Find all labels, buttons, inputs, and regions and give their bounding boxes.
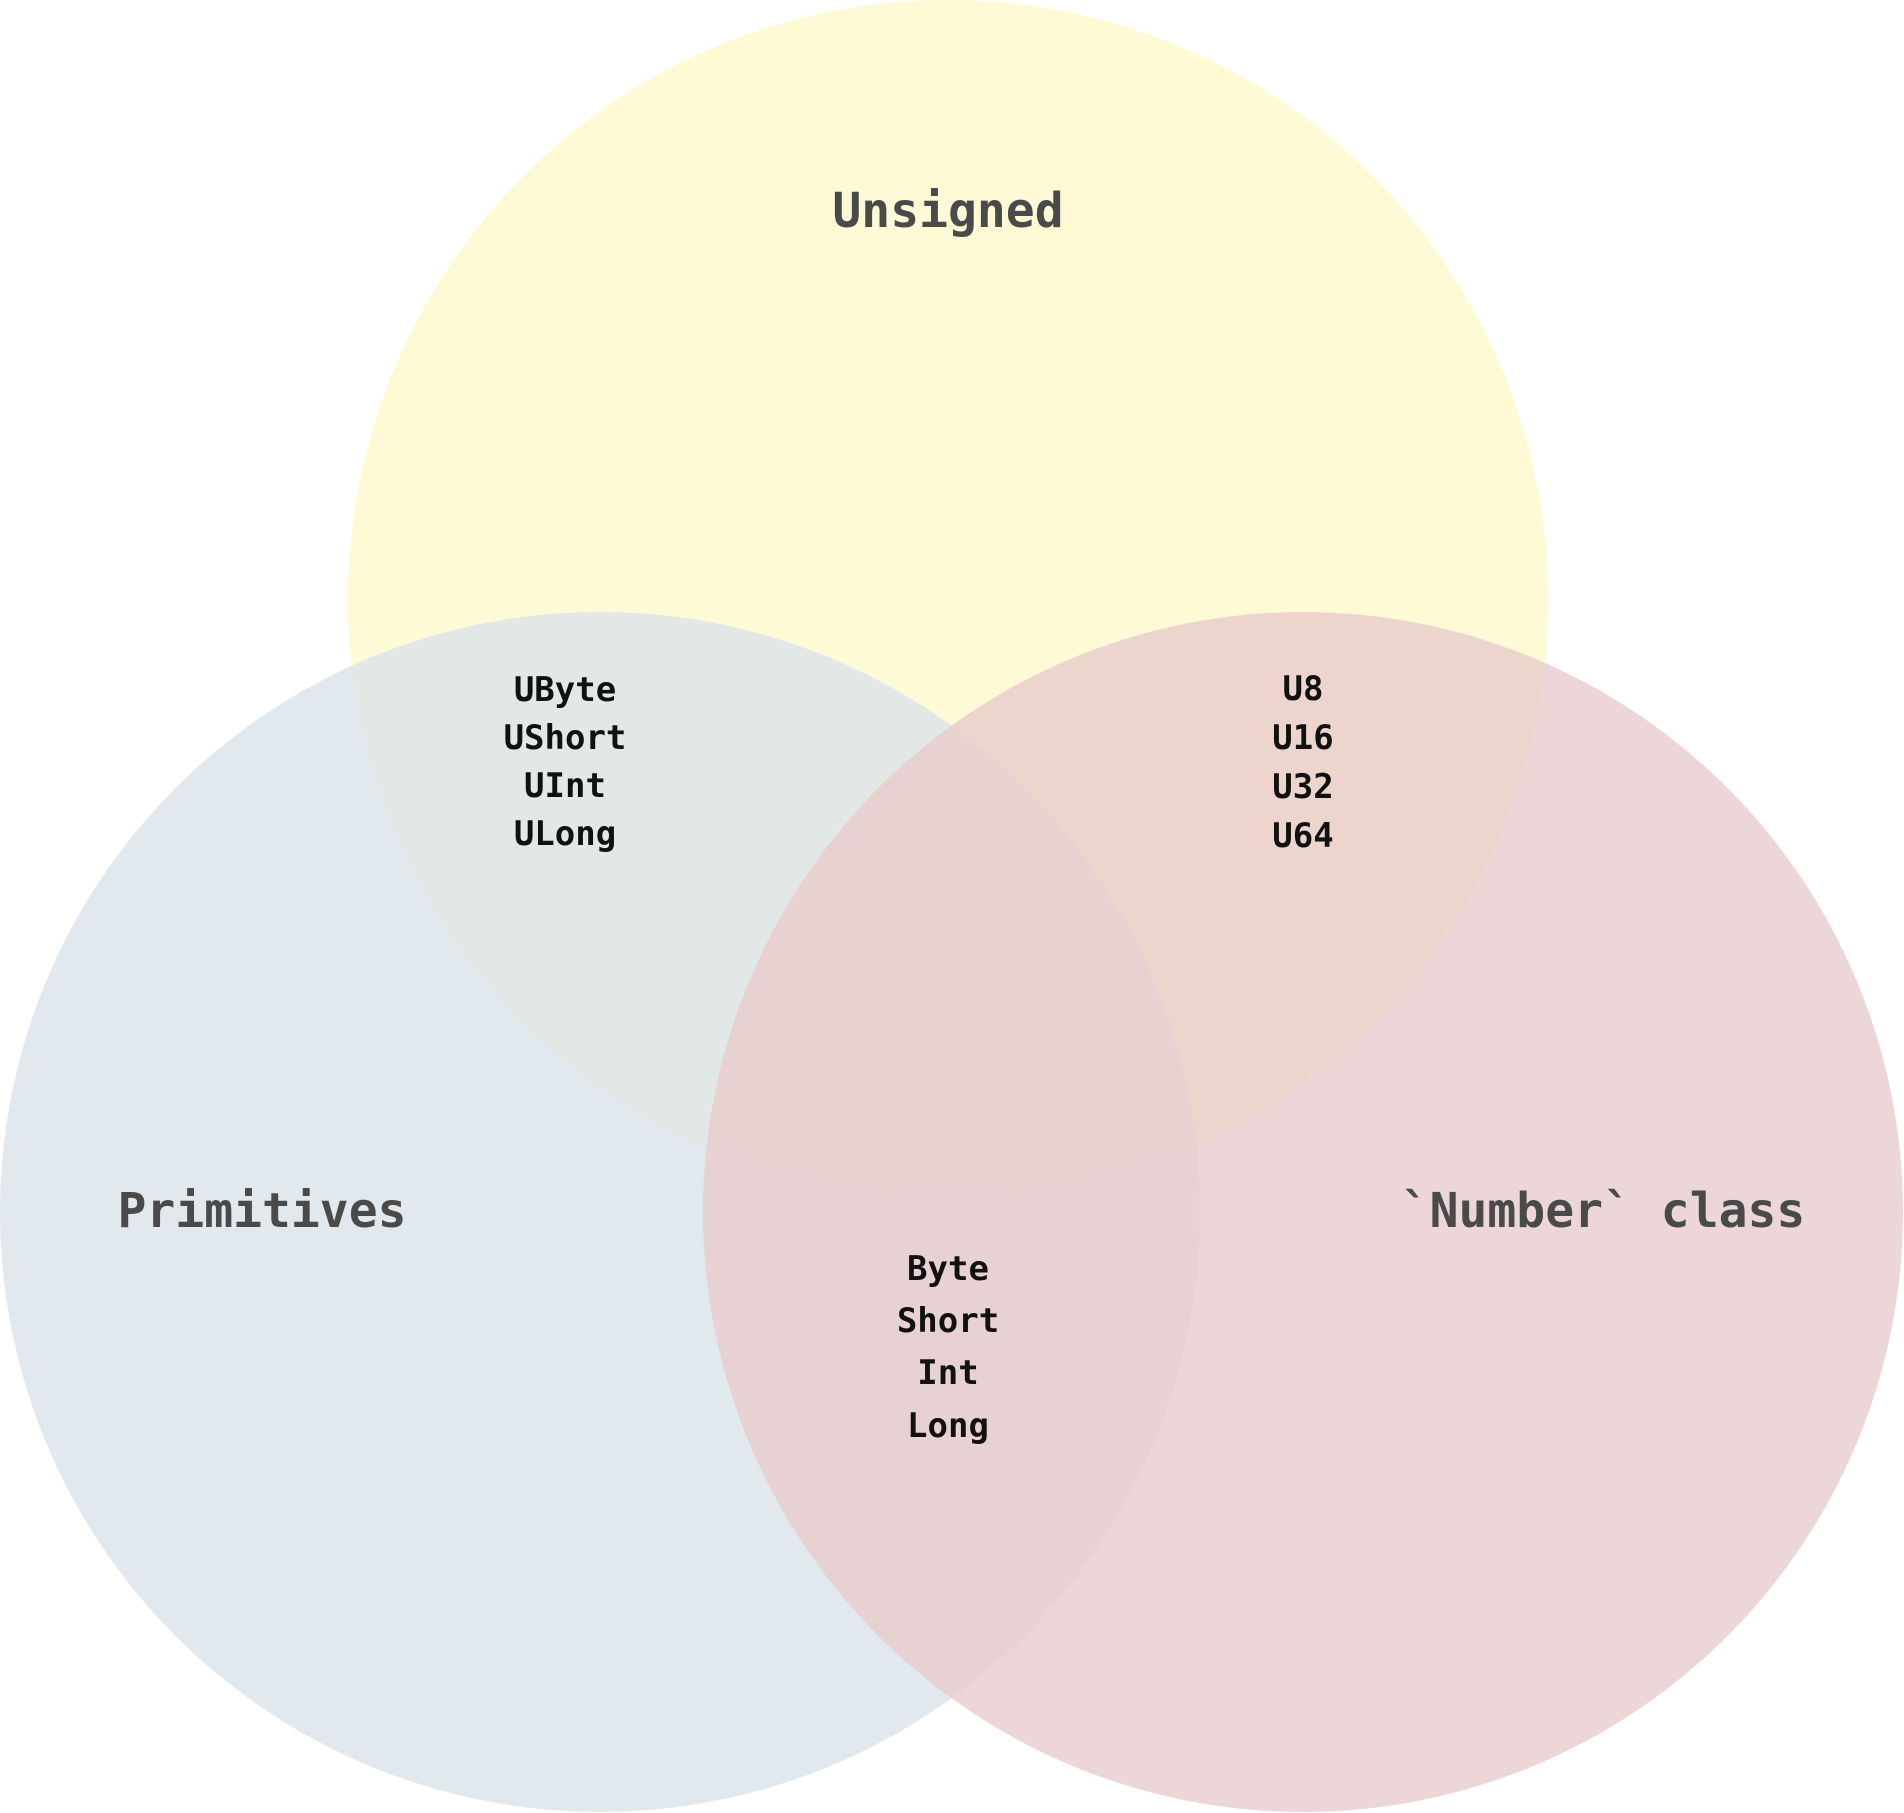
- list-item: U32: [1272, 767, 1333, 807]
- region-unsigned-number-class: U8 U16 U32 U64: [1272, 669, 1333, 856]
- list-item: Int: [917, 1353, 978, 1393]
- number-class-label: `Number` class: [1401, 1183, 1806, 1239]
- list-item: Byte: [907, 1249, 989, 1289]
- list-item: U16: [1272, 718, 1333, 758]
- list-item: U64: [1272, 816, 1333, 856]
- list-item: UInt: [524, 766, 606, 806]
- number-class-circle: [703, 612, 1903, 1812]
- region-unsigned-primitives: UByte UShort UInt ULong: [504, 670, 627, 854]
- primitives-label: Primitives: [118, 1183, 407, 1239]
- list-item: U8: [1283, 669, 1324, 709]
- list-item: Short: [897, 1301, 999, 1341]
- list-item: UShort: [504, 718, 627, 758]
- list-item: ULong: [514, 814, 616, 854]
- region-primitives-number-class: Byte Short Int Long: [897, 1249, 999, 1446]
- list-item: Long: [907, 1406, 989, 1446]
- list-item: UByte: [514, 670, 616, 710]
- unsigned-label: Unsigned: [832, 183, 1063, 239]
